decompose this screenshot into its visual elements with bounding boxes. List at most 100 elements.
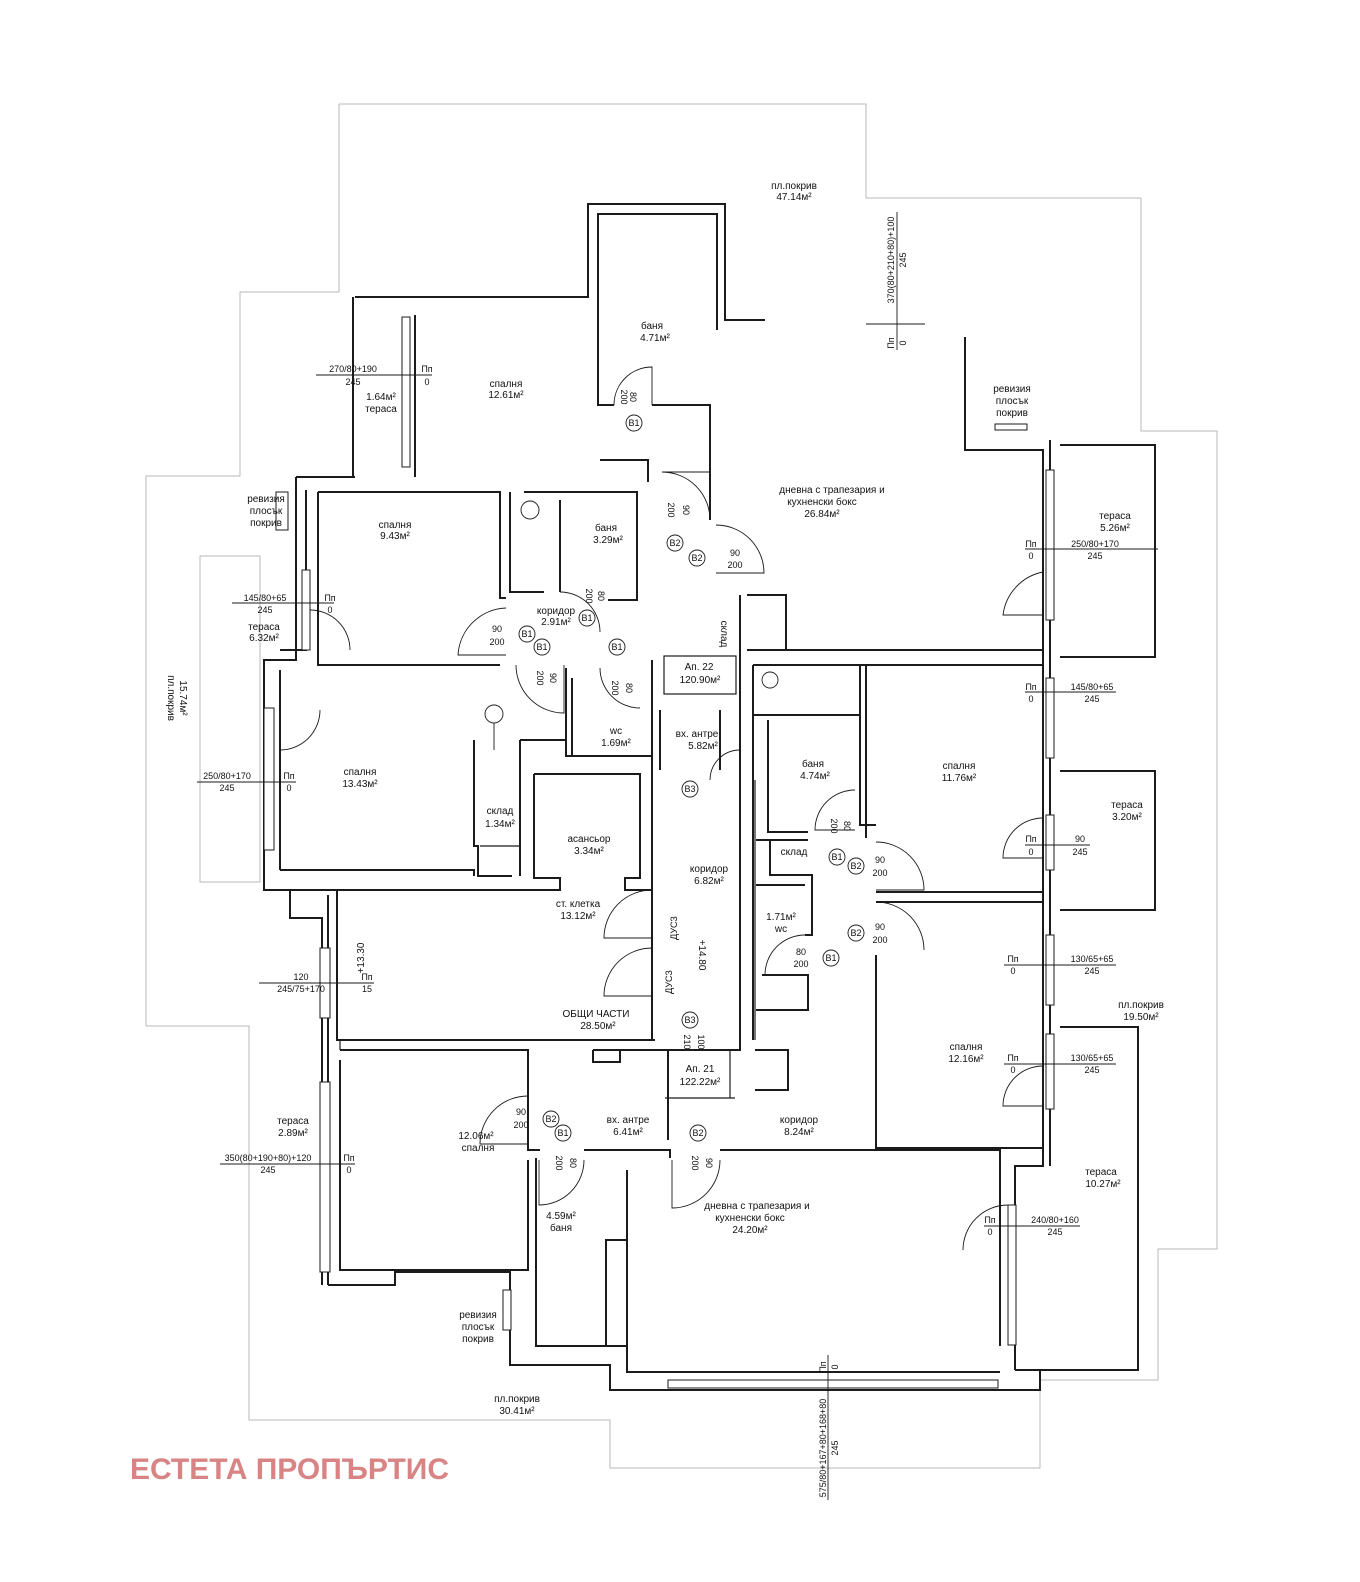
window-code: Пп — [1007, 1053, 1018, 1063]
corr1-name: коридор — [537, 606, 576, 617]
door-height: 200 — [489, 637, 504, 647]
floor-level: +13.30 — [356, 942, 367, 973]
ter1-name: тераса — [365, 404, 397, 415]
window-height: 245 — [1047, 1227, 1062, 1237]
stair-area: 13.12м² — [560, 911, 596, 922]
bath3-name: баня — [802, 758, 824, 770]
roof-left-name: пл.покрив — [165, 675, 176, 721]
room-labels: пл.покрив 47.14м² баня 4.71м² спалня 12.… — [165, 181, 1164, 1417]
window-size: 370(80+210+80)+100 — [886, 217, 896, 304]
window-sill: 0 — [327, 605, 332, 615]
wc1-area: 1.69м² — [601, 738, 631, 749]
living2-area: 24.20м² — [732, 1225, 768, 1236]
window-code: Пп — [886, 337, 896, 348]
door-height: 200 — [829, 818, 839, 833]
door-height: 200 — [690, 1155, 700, 1170]
stair-level: +14.80 — [696, 940, 707, 971]
window-height: 245 — [898, 252, 908, 267]
rev2-line: ревизия — [247, 494, 285, 505]
window-size: 250/80+170 — [1071, 539, 1119, 549]
bath1-area: 4.71м² — [640, 333, 670, 344]
window-size: 145/80+65 — [1071, 682, 1114, 692]
ter2-name: тераса — [248, 622, 280, 633]
storage1-name: склад — [718, 621, 729, 648]
bed6-name: спалня — [462, 1143, 495, 1154]
bed4-area: 11.76м² — [942, 773, 977, 784]
door-height: 200 — [584, 588, 594, 603]
window-code: Пп — [984, 1215, 995, 1225]
door-type-label: В1 — [521, 629, 532, 639]
roof-right-area: 19.50м² — [1123, 1012, 1159, 1023]
windows — [263, 316, 1055, 1389]
door-height: 200 — [793, 959, 808, 969]
window-sill: 0 — [1010, 1065, 1015, 1075]
door-width: 100 — [696, 1034, 706, 1049]
door-height: 200 — [513, 1120, 528, 1130]
window-code: Пп — [361, 972, 372, 982]
window-sill: 0 — [987, 1227, 992, 1237]
window-code: Пп — [421, 364, 432, 374]
window-sill: 0 — [1010, 966, 1015, 976]
bed6-area: 12.06м² — [458, 1131, 494, 1142]
partitions — [339, 655, 756, 1099]
door-dimensions: 80 200 90 200 90 200 80 200 90 200 90 20… — [489, 389, 887, 1170]
rev3-line: покрив — [462, 1334, 494, 1345]
bed5-area: 12.16м² — [948, 1054, 984, 1065]
door-width: 80 — [842, 821, 852, 831]
window-size: 120 — [293, 972, 308, 982]
bed3-name: спалня — [344, 767, 377, 778]
roof-right-name: пл.покрив — [1118, 1000, 1164, 1011]
bed1-name: спалня — [490, 379, 523, 390]
wc2-name: wc — [774, 924, 787, 935]
door-width: 80 — [596, 591, 606, 601]
roof-top-name: пл.покрив — [771, 181, 817, 192]
window-height: 245 — [830, 1440, 840, 1455]
ter5-area: 2.89м² — [278, 1128, 308, 1139]
door-type-label: В3 — [684, 1015, 695, 1025]
storage2-name: склад — [487, 806, 514, 817]
wc2-area: 1.71м² — [766, 912, 796, 923]
door-type-label: В2 — [545, 1114, 556, 1124]
window-height: 245 — [345, 377, 360, 387]
bath4-area: 4.59м² — [546, 1211, 576, 1222]
rev1-line: плосък — [996, 396, 1029, 407]
bed4-name: спалня — [943, 761, 976, 772]
entr1-area: 5.82м² — [688, 741, 718, 752]
rev2-line: покрив — [250, 518, 282, 529]
window-size: 130/65+65 — [1071, 1053, 1114, 1063]
door-type-label: В1 — [581, 613, 592, 623]
window-height: 245 — [1087, 551, 1102, 561]
door-type-label: В1 — [611, 642, 622, 652]
ter2-area: 6.32м² — [249, 633, 279, 644]
window-size: 250/80+170 — [203, 771, 251, 781]
door-width: 90 — [704, 1158, 714, 1168]
window-height: 245 — [257, 605, 272, 615]
roof-outline — [145, 103, 1218, 1469]
ter3-area: 5.26м² — [1100, 523, 1130, 534]
window-code: Пп — [818, 1361, 828, 1372]
bed2-area: 9.43м² — [380, 531, 410, 542]
ter4-name: тераса — [1111, 800, 1143, 811]
lift-name: асансьор — [568, 834, 611, 845]
window-sill: 0 — [346, 1165, 351, 1175]
corr2-area: 6.82м² — [694, 876, 724, 887]
ter4-area: 3.20м² — [1112, 812, 1142, 823]
bath3-area: 4.74м² — [800, 771, 830, 782]
corr3-name: коридор — [780, 1115, 819, 1126]
door-type-label: В2 — [669, 538, 680, 548]
window-sill: 0 — [1028, 847, 1033, 857]
roof-bottom-area: 30.41м² — [499, 1406, 535, 1417]
door-width: 90 — [516, 1107, 526, 1117]
window-sill: 0 — [830, 1364, 840, 1369]
rev1-line: ревизия — [993, 384, 1031, 395]
window-size: 270/80+190 — [329, 364, 377, 374]
rev3-line: ревизия — [459, 1310, 497, 1321]
ter1-area: 1.64м² — [366, 392, 396, 403]
bed2-name: спалня — [379, 520, 412, 531]
bath2-area: 3.29м² — [593, 535, 623, 546]
rev1-line: покрив — [996, 408, 1028, 419]
bed5-name: спалня — [950, 1042, 983, 1053]
apt21-name: Ап. 21 — [686, 1064, 715, 1075]
window-code: Пп — [1025, 834, 1036, 844]
